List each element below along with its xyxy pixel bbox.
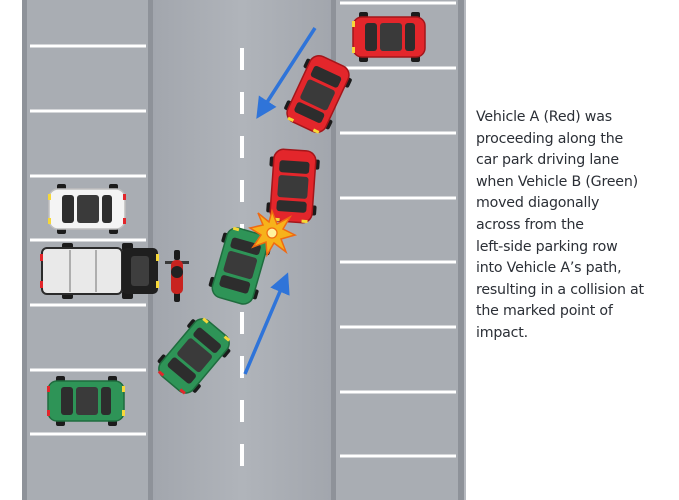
parked-truck [40, 243, 159, 299]
caption-line: proceeding along the [476, 130, 624, 147]
vehicle-a-red [266, 148, 320, 224]
caption-line: Vehicle A (Red) was [476, 109, 612, 125]
caption-line: into Vehicle A’s path, [476, 260, 622, 277]
vehicle-b-ghost [157, 317, 231, 395]
right-parking-row [336, 0, 460, 500]
caption-line: across from the [476, 216, 584, 233]
vehicle-a-direction-arrow-icon [256, 27, 317, 119]
collision-star-icon [248, 208, 298, 258]
right-bay-lines [340, 1, 456, 458]
caption-line: resulting in a collision at [476, 281, 644, 298]
caption-line: car park driving lane [476, 152, 619, 169]
parked-green-car [47, 376, 125, 426]
caption-line: the marked point of [476, 303, 613, 320]
vehicle-b-direction-arrow-icon [243, 272, 290, 375]
caption-line: moved diagonally [476, 195, 600, 212]
vehicle-a-ghost [284, 55, 352, 134]
caption-line: when Vehicle B (Green) [476, 173, 638, 190]
left-curb [22, 0, 27, 500]
caption-line: impact. [476, 324, 528, 341]
caption-line: left-side parking row [476, 238, 618, 255]
right-lane-edge [331, 0, 336, 500]
parked-red-car [352, 12, 426, 62]
accident-description: Vehicle A (Red) was proceeding along the… [476, 107, 672, 345]
right-curb [458, 0, 464, 500]
parked-white-car [48, 184, 126, 234]
motorcycle [165, 250, 189, 302]
left-bay-lines [30, 44, 146, 436]
